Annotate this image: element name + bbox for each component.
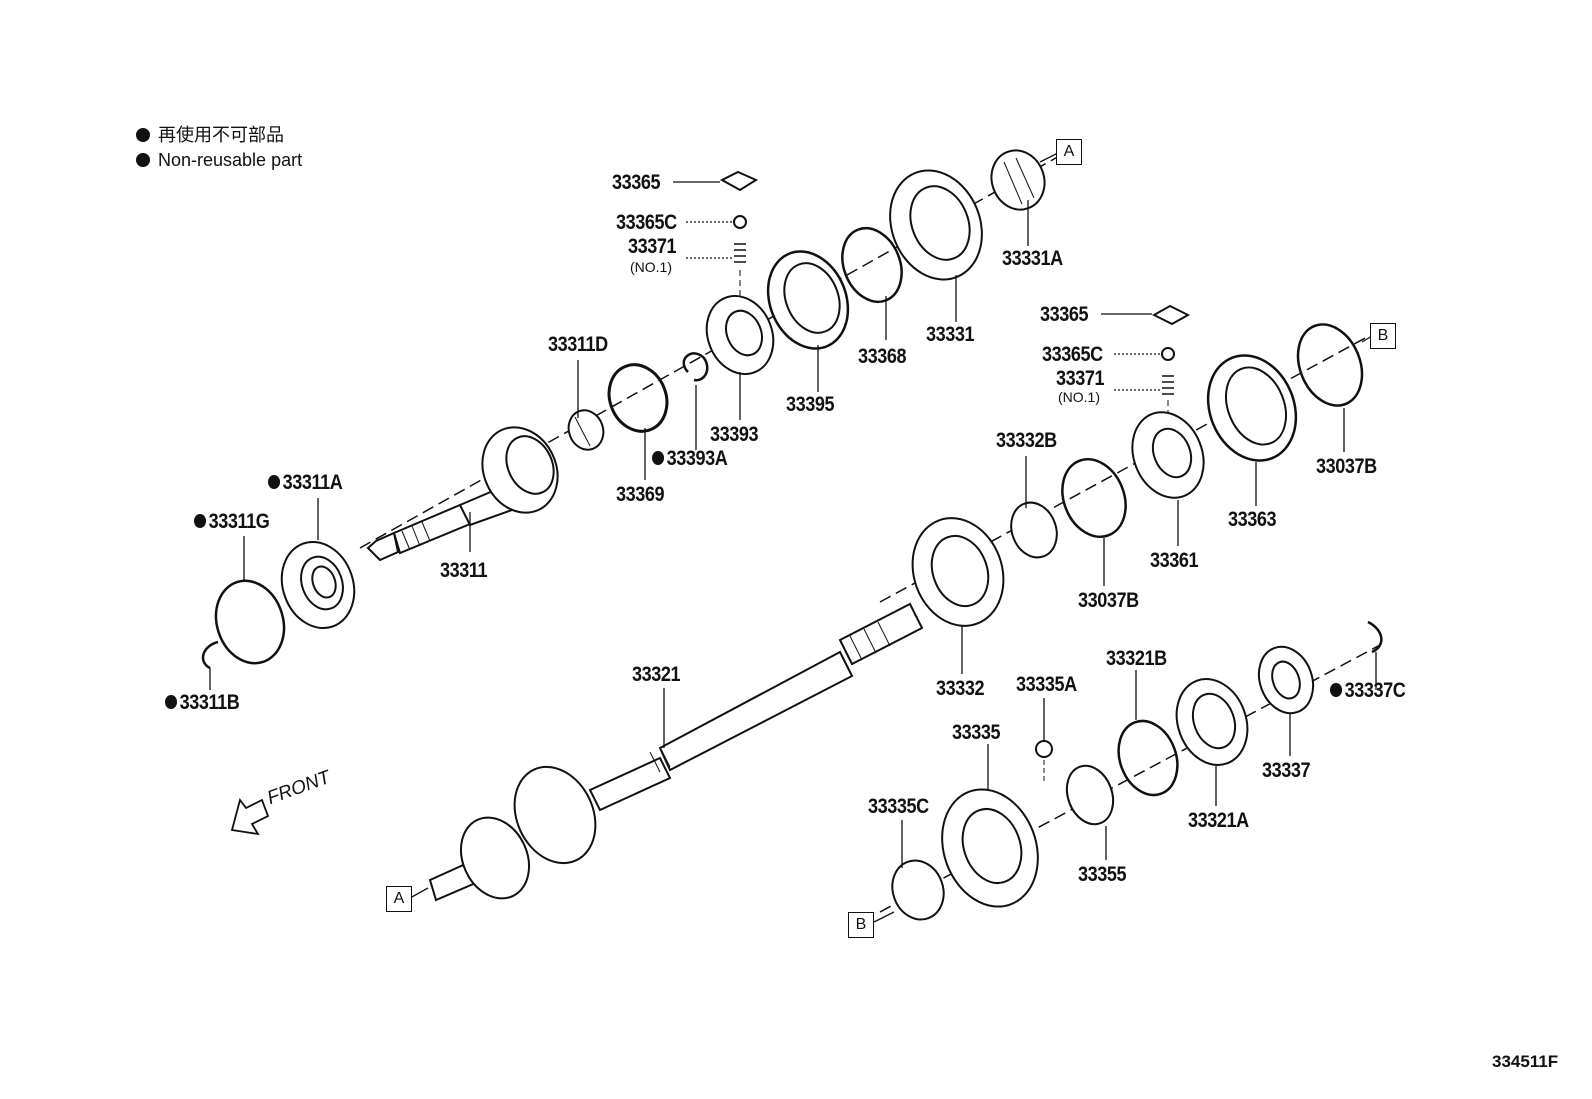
needle-bearing-33331a bbox=[990, 149, 1046, 211]
part-label-33331: 33331 bbox=[926, 323, 975, 346]
part-label-33393: 33393 bbox=[710, 423, 759, 446]
clip-33337c bbox=[1367, 620, 1383, 654]
part-label-33332: 33332 bbox=[936, 677, 985, 700]
bullet-icon bbox=[136, 153, 150, 167]
part-label-33311g: 33311G bbox=[194, 511, 270, 532]
part-label-33395: 33395 bbox=[786, 393, 835, 416]
front-arrow-icon bbox=[230, 797, 270, 836]
part-label-33365-top: 33365 bbox=[612, 171, 661, 194]
part-label-33311d: 33311D bbox=[548, 333, 608, 356]
part-label-33037b-mid: 33037B bbox=[1078, 589, 1139, 612]
snap-ring-33393a bbox=[682, 352, 709, 382]
bearing-33311a bbox=[280, 540, 356, 630]
legend-japanese-text: 再使用不可部品 bbox=[158, 125, 284, 145]
bearing-33337 bbox=[1257, 645, 1315, 715]
part-label-33371-mid: 33371 bbox=[1056, 367, 1105, 390]
bearing-33332 bbox=[911, 517, 1005, 627]
bullet-icon bbox=[136, 128, 150, 142]
shift-key-group-mid bbox=[1151, 304, 1191, 420]
part-label-33311b: 33311B bbox=[165, 692, 240, 713]
legend-english: Non-reusable part bbox=[136, 151, 302, 169]
clip-33311b bbox=[201, 640, 219, 670]
sleeve-33363 bbox=[1206, 354, 1298, 462]
part-label-33363: 33363 bbox=[1228, 508, 1277, 531]
leader-lines bbox=[209, 151, 1377, 923]
part-label-33332b: 33332B bbox=[996, 429, 1057, 452]
ring-33037b-right bbox=[1296, 323, 1364, 407]
output-shaft-33321 bbox=[428, 602, 924, 902]
part-label-33337c: 33337C bbox=[1330, 680, 1406, 701]
part-label-33365-mid: 33365 bbox=[1040, 303, 1089, 326]
connector-b-right: B bbox=[1370, 323, 1396, 349]
snap-ring-33321b bbox=[1117, 719, 1179, 797]
part-note-33371-mid: (NO.1) bbox=[1058, 389, 1100, 405]
bearing-33321a bbox=[1175, 678, 1249, 766]
part-label-33321a: 33321A bbox=[1188, 809, 1249, 832]
part-label-33321: 33321 bbox=[632, 663, 681, 686]
gear-33331 bbox=[889, 169, 983, 281]
part-label-33311a: 33311A bbox=[268, 472, 343, 493]
snap-ring-33311g bbox=[214, 579, 286, 665]
part-label-33321b: 33321B bbox=[1106, 647, 1167, 670]
part-label-33335a: 33335A bbox=[1016, 673, 1077, 696]
part-label-33335c: 33335C bbox=[868, 795, 929, 818]
gear-33335 bbox=[941, 788, 1039, 908]
part-label-33331a: 33331A bbox=[1002, 247, 1063, 270]
needle-bearing-33335c bbox=[891, 859, 945, 921]
legend-japanese: 再使用不可部品 bbox=[136, 126, 284, 144]
connector-a-bottom: A bbox=[386, 886, 412, 912]
part-label-33311: 33311 bbox=[440, 559, 488, 582]
input-shaft-33311 bbox=[366, 426, 559, 562]
ring-33037b-mid bbox=[1061, 457, 1127, 539]
ring-33369 bbox=[607, 363, 669, 433]
part-label-33337: 33337 bbox=[1262, 759, 1311, 782]
legend-english-text: Non-reusable part bbox=[158, 150, 303, 170]
part-label-33361: 33361 bbox=[1150, 549, 1199, 572]
figure-code: 334511F bbox=[1492, 1052, 1559, 1071]
connector-a-top: A bbox=[1056, 139, 1082, 165]
shift-key-group-top bbox=[719, 170, 759, 300]
part-label-33393a: 33393A bbox=[652, 448, 728, 469]
part-note-33371-top: (NO.1) bbox=[630, 259, 672, 275]
ball-33335a bbox=[1035, 740, 1053, 758]
hub-33393 bbox=[705, 295, 775, 375]
part-label-33369: 33369 bbox=[616, 483, 665, 506]
part-label-33365c-mid: 33365C bbox=[1042, 343, 1103, 366]
needle-bearing-33332b bbox=[1010, 501, 1058, 559]
part-label-33371-top: 33371 bbox=[628, 235, 677, 258]
part-label-33365c-top: 33365C bbox=[616, 211, 677, 234]
part-label-33368: 33368 bbox=[858, 345, 907, 368]
connector-b-bottom: B bbox=[848, 912, 874, 938]
part-label-33355: 33355 bbox=[1078, 863, 1127, 886]
part-label-33037b-right: 33037B bbox=[1316, 455, 1377, 478]
needle-bearing-33311d bbox=[567, 409, 605, 451]
part-label-33335: 33335 bbox=[952, 721, 1001, 744]
collar-33355 bbox=[1065, 764, 1115, 826]
hub-33361 bbox=[1131, 411, 1205, 499]
